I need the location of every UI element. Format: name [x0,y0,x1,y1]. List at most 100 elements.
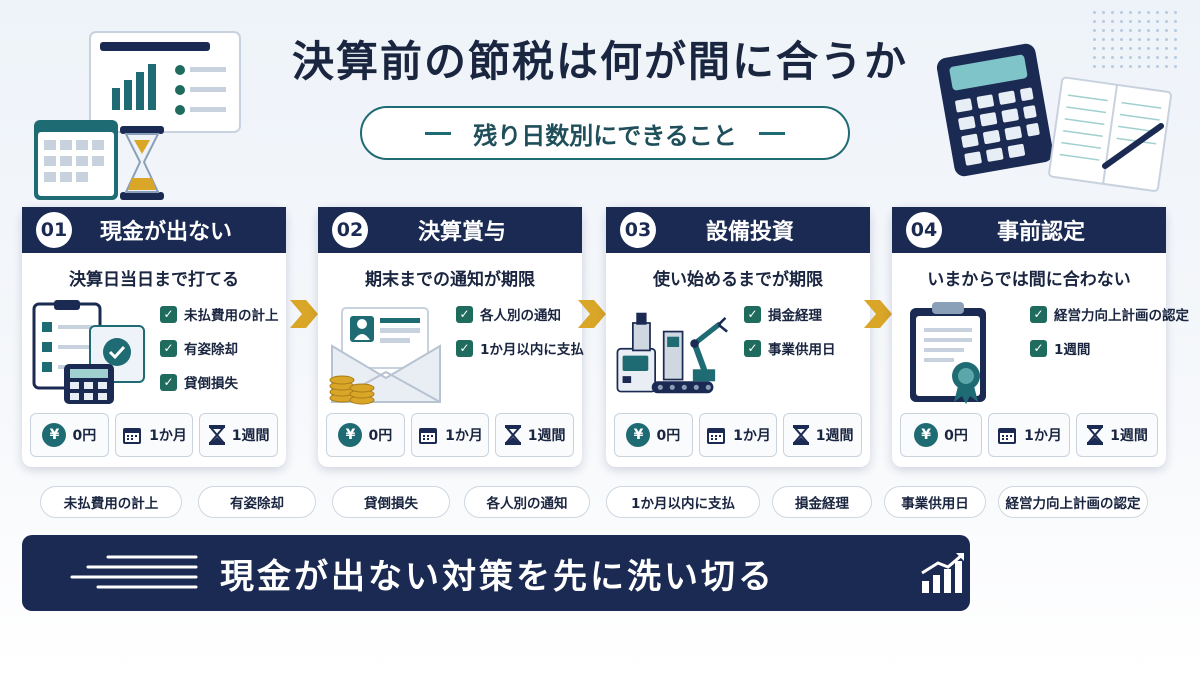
hourglass-icon [208,425,225,445]
card-header: 04 事前認定 [892,207,1166,253]
card-number: 04 [906,212,942,248]
check-list: ✓経営力向上計画の認定 ✓1週間 [1030,304,1189,372]
yen-icon: ¥ [626,423,651,447]
check-item: ✓1か月以内に支払 [456,338,584,358]
week-box: 1週間 [1076,413,1158,457]
hourglass-icon [504,425,521,445]
calendar-icon [998,428,1017,444]
check-icon: ✓ [160,339,177,357]
keyword-tag: 損金経理 [772,486,872,518]
card-subtitle: 決算日当日まで打てる [69,270,239,290]
step-card-2: 02 決算賞与 期末までの通知が期限 ✓各人別の通知 ✓1か月以内に支払 ¥0円… [318,207,584,467]
keyword-tag: 貸倒損失 [332,486,450,518]
hourglass-icon [1086,425,1104,445]
cost-box: ¥0円 [326,413,405,457]
month-box: 1か月 [114,413,194,457]
check-item: ✓1週間 [1030,338,1162,358]
card-subtitle: いまからでは間に合わない [927,270,1131,290]
check-icon: ✓ [160,305,177,323]
check-list: ✓各人別の通知 ✓1か月以内に支払 [456,304,584,372]
card-number: 02 [332,212,368,248]
card-body: ✓未払費用の計上 ✓有姿除却 ✓貸倒損失 [22,298,286,408]
card-title: 決算賞与 [417,220,506,245]
check-icon: ✓ [744,305,761,323]
check-icon: ✓ [456,305,473,323]
month-box: 1か月 [988,413,1070,457]
check-icon: ✓ [1030,339,1047,357]
cost-box: ¥0円 [900,413,982,457]
keyword-tag: 有姿除却 [198,486,316,518]
check-icon: ✓ [744,339,761,357]
speed-lines-icon [70,555,198,589]
week-box: 1週間 [783,413,863,457]
page-title: 決算前の節税は何が間に合うか [291,37,908,86]
card-number: 01 [36,212,72,248]
check-item: ✓有姿除却 [160,338,282,358]
card-title: 事前認定 [996,220,1085,245]
check-item: ✓事業供用日 [744,338,866,358]
conclusion-banner: 現金が出ない対策を先に洗い切る [22,535,970,611]
arrow-right-icon [290,300,318,328]
checklist-calculator-icon [32,300,145,404]
month-box: 1か月 [410,413,490,457]
keyword-tag: 1か月以内に支払 [606,486,760,518]
card-footer: ¥0円 1か月 1週間 [900,413,1158,457]
yen-icon: ¥ [914,423,939,447]
step-card-4: 04 事前認定 いまからでは間に合わない ✓経営力向上計画の認定 ✓1週間 ¥0… [892,207,1189,467]
week-box: 1週間 [199,413,279,457]
card-subtitle: 期末までの通知が期限 [365,270,535,290]
subtitle-dash-right [758,131,785,135]
card-subtitle: 使い始めるまでが期限 [653,270,823,290]
check-icon: ✓ [1030,305,1047,323]
calendar-hourglass-illustration [34,31,241,200]
calendar-icon [123,428,142,444]
card-body: ✓各人別の通知 ✓1か月以内に支払 [318,298,584,408]
cost-box: ¥0円 [614,413,693,457]
month-box: 1か月 [698,413,778,457]
calendar-icon [707,428,726,444]
card-header: 03 設備投資 [606,207,870,253]
subtitle-pill: 残り日数別にできること [360,106,850,160]
yen-icon: ¥ [42,423,67,447]
step-card-3: 03 設備投資 使い始めるまでが期限 ✓損金経理 ✓事業供用日 ¥0円 1か月 [606,207,870,467]
subtitle-dash-left [425,131,452,135]
keyword-tag: 経営力向上計画の認定 [998,486,1148,518]
check-list: ✓損金経理 ✓事業供用日 [744,304,866,372]
growth-chart-icon [921,553,964,593]
calculator-notebook-illustration [936,43,1172,192]
arrow-right-icon [864,300,892,328]
check-item: ✓損金経理 [744,304,866,324]
arrow-right-icon [578,300,606,328]
check-icon: ✓ [456,339,473,357]
card-header: 01 現金が出ない [22,207,286,253]
card-number: 03 [620,212,656,248]
card-footer: ¥0円 1か月 1週間 [614,413,863,457]
dot-pattern [1090,8,1180,68]
keyword-tag: 未払費用の計上 [40,486,182,518]
certificate-clipboard-icon [910,302,986,404]
card-footer: ¥0円 1か月 1週間 [30,413,279,457]
card-title: 設備投資 [705,220,794,245]
card-header: 02 決算賞与 [318,207,582,253]
card-body: ✓損金経理 ✓事業供用日 [606,298,870,408]
week-box: 1週間 [495,413,575,457]
check-item: ✓各人別の通知 [456,304,578,324]
step-card-1: 01 現金が出ない 決算日当日まで打てる ✓未払費用の計上 ✓有姿除却 ✓貸倒損… [22,207,286,467]
check-item: ✓未払費用の計上 [160,304,282,324]
check-icon: ✓ [160,373,177,391]
subtitle-text: 残り日数別にできること [473,121,737,150]
card-footer: ¥0円 1か月 1週間 [326,413,575,457]
check-item: ✓貸倒損失 [160,372,282,392]
check-list: ✓未払費用の計上 ✓有姿除却 ✓貸倒損失 [160,304,282,406]
banner-text: 現金が出ない対策を先に洗い切る [220,557,775,597]
hourglass-icon [792,425,809,445]
card-title: 現金が出ない [99,220,232,245]
machinery-robot-arm-icon [616,312,728,394]
card-body: ✓経営力向上計画の認定 ✓1週間 [892,298,1189,408]
keyword-tag: 各人別の通知 [464,486,590,518]
yen-icon: ¥ [338,423,363,447]
envelope-coins-icon [329,307,441,405]
cost-box: ¥0円 [30,413,109,457]
check-item: ✓経営力向上計画の認定 [1030,304,1189,324]
keyword-tag: 事業供用日 [884,486,986,518]
